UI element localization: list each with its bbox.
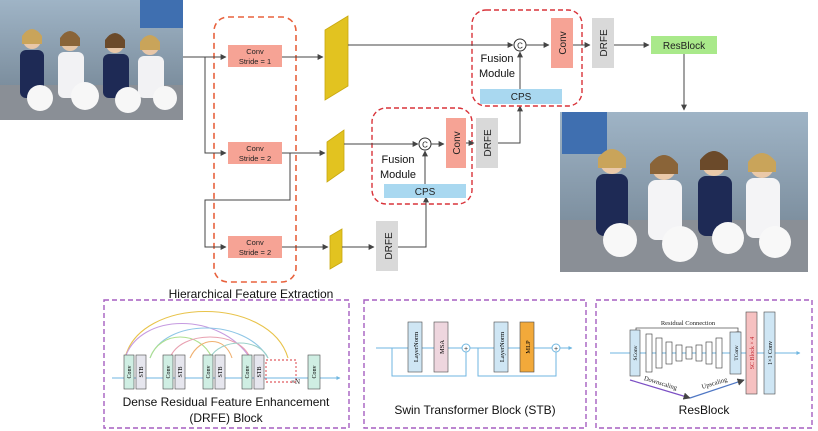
resblock-scblock: SC Block × 4 (745, 311, 758, 395)
svg-text:C: C (517, 42, 523, 51)
svg-text:Stride = 2: Stride = 2 (239, 248, 271, 257)
drfe-caption-line2: (DRFE) Block (189, 411, 263, 425)
conv-block-lower-fusion[interactable]: Conv (446, 118, 466, 168)
svg-text:MLP: MLP (525, 340, 532, 354)
fusion-label-upper-1: Fusion (480, 53, 513, 65)
stb-plus-1: + (461, 343, 471, 353)
hierarchical-dashed-frame (213, 16, 297, 283)
drfe-unit-2: Conv STB (162, 354, 186, 390)
svg-text:Conv: Conv (245, 365, 251, 378)
drfe-unit-3: Conv STB (202, 354, 226, 390)
cps-block-lower[interactable]: CPS (384, 184, 466, 198)
concat-node-upper: C (513, 38, 527, 52)
svg-text:DRFE: DRFE (599, 29, 610, 57)
svg-text:Conv: Conv (246, 144, 264, 153)
resblock-sconv: SConv (629, 329, 641, 377)
drfe-final-conv: Conv (307, 354, 321, 390)
drfe-block-lower-branch[interactable]: DRFE (376, 221, 398, 271)
resblock-tconv: TConv (729, 331, 742, 375)
resblock-block[interactable]: ResBlock (651, 36, 717, 54)
svg-text:LayerNorm: LayerNorm (499, 332, 506, 362)
svg-text:LayerNorm: LayerNorm (413, 332, 420, 362)
drfe-detail-panel: Conv STB Conv STB Conv STB Conv STB ×N C… (103, 299, 350, 429)
svg-text:Conv: Conv (452, 131, 463, 154)
cps-block-upper[interactable]: CPS (480, 89, 562, 104)
stb-layernorm-2: LayerNorm (493, 321, 509, 373)
resblock-residual-label: Residual Connection (661, 320, 716, 327)
stb-caption: Swin Transformer Block (STB) (394, 403, 555, 417)
svg-text:STB: STB (178, 366, 184, 377)
output-photo (560, 112, 808, 272)
svg-text:TConv: TConv (734, 345, 740, 361)
cheerleaders-photo-icon (20, 29, 177, 113)
resblock-1x1conv: 1×1 Conv (763, 311, 776, 395)
svg-text:ResBlock: ResBlock (663, 41, 706, 52)
resblock-upscaling-label: Upscaling (701, 376, 729, 391)
fusion-module-frame-lower (371, 107, 473, 205)
resblock-detail-panel: Residual Connection SConv TConv SC Block… (595, 299, 813, 429)
input-photo (0, 0, 183, 120)
svg-text:+: + (554, 346, 558, 353)
svg-text:STB: STB (218, 366, 224, 377)
drfe-caption-line1: Dense Residual Feature Enhancement (123, 395, 330, 409)
svg-text:Conv: Conv (558, 31, 569, 54)
fusion-label-upper-2: Module (479, 68, 515, 80)
stb-plus-2: + (551, 343, 561, 353)
svg-text:STB: STB (139, 366, 145, 377)
svg-text:Conv: Conv (166, 365, 172, 378)
svg-text:Stride = 2: Stride = 2 (239, 154, 271, 163)
drfe-block-middle[interactable]: DRFE (476, 118, 498, 168)
feature-connectors (282, 54, 329, 250)
svg-text:CPS: CPS (511, 92, 532, 103)
svg-text:CPS: CPS (415, 187, 436, 198)
cheerleaders-photo-enhanced-icon (596, 149, 791, 262)
svg-text:C: C (422, 141, 428, 150)
drfe-unit-4: Conv STB (241, 354, 265, 390)
svg-text:+: + (464, 346, 468, 353)
svg-text:Conv: Conv (206, 365, 212, 378)
fusion-label-lower-2: Module (380, 169, 416, 181)
svg-text:Conv: Conv (246, 238, 264, 247)
conv-stride1-block[interactable]: Conv Stride = 1 (228, 45, 282, 67)
svg-text:DRFE: DRFE (483, 129, 494, 157)
feature-map-3 (329, 228, 343, 270)
conv-stride2-block-b[interactable]: Conv Stride = 2 (228, 236, 282, 258)
svg-text:Conv: Conv (246, 47, 264, 56)
stb-msa: MSA (433, 321, 449, 373)
hierarchical-label: Hierarchical Feature Extraction (169, 287, 334, 301)
drfe-unit-1: Conv STB (123, 354, 147, 390)
svg-text:Stride = 1: Stride = 1 (239, 57, 271, 66)
stb-mlp: MLP (519, 321, 535, 373)
conv-stride2-block-a[interactable]: Conv Stride = 2 (228, 142, 282, 164)
feature-map-2 (326, 129, 345, 183)
svg-text:1×1 Conv: 1×1 Conv (768, 341, 774, 365)
stb-layernorm-1: LayerNorm (407, 321, 423, 373)
drfe-block-top[interactable]: DRFE (592, 18, 614, 68)
stb-detail-panel: LayerNorm MSA + LayerNorm MLP + Swin Tra… (363, 299, 587, 429)
conv-block-upper-fusion[interactable]: Conv (551, 18, 573, 68)
svg-text:SConv: SConv (633, 345, 639, 360)
resblock-encoder-decoder (645, 333, 723, 373)
resblock-caption: ResBlock (679, 403, 731, 417)
svg-text:Conv: Conv (127, 365, 133, 378)
fusion-module-frame-upper (471, 9, 583, 107)
concat-node-lower: C (418, 137, 432, 151)
svg-text:DRFE: DRFE (384, 232, 395, 260)
svg-text:Conv: Conv (312, 365, 318, 378)
fusion-label-lower-1: Fusion (381, 154, 414, 166)
feature-map-1 (324, 15, 349, 101)
svg-text:STB: STB (257, 366, 263, 377)
svg-text:MSA: MSA (439, 340, 446, 354)
drfe-repeat-label: ×N (291, 378, 300, 386)
svg-text:SC Block × 4: SC Block × 4 (750, 337, 756, 370)
